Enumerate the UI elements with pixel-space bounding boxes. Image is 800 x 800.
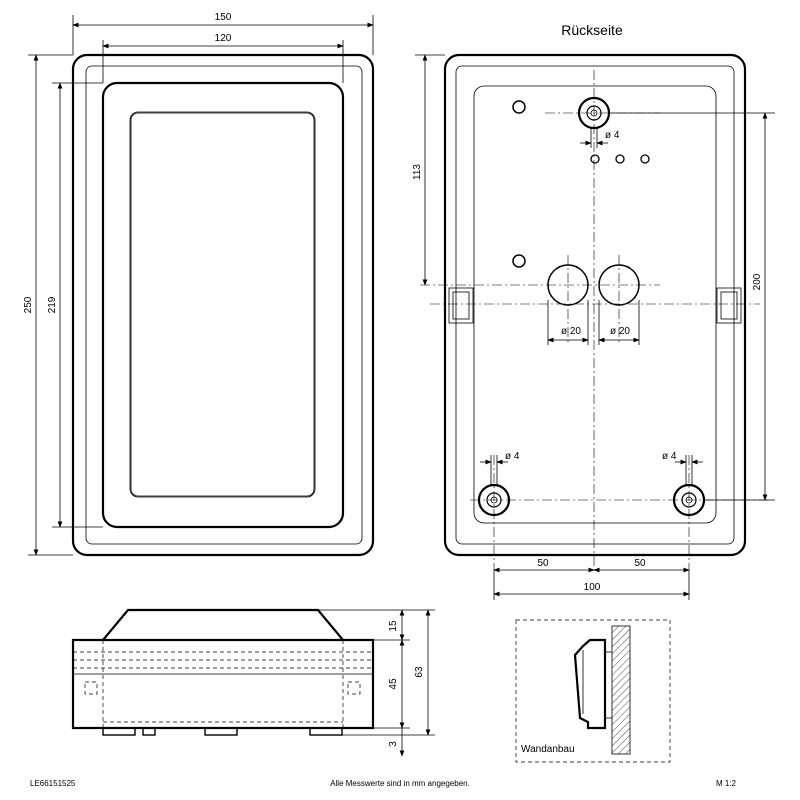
back-view-title: Rückseite — [561, 22, 623, 38]
dim-side-total: 63 — [414, 666, 425, 678]
scale-label: M 1:2 — [716, 779, 737, 788]
dim-back-offset: 113 — [412, 164, 423, 180]
dim-side-bottom: 3 — [388, 741, 399, 747]
dim-side-mid: 45 — [388, 678, 399, 690]
dim-front-width-inner: 120 — [215, 33, 232, 44]
dim-side-top: 15 — [388, 620, 399, 632]
dim-back-holes-height: 200 — [752, 273, 763, 290]
front-view: 150 120 250 219 — [23, 12, 375, 557]
units-note: Alle Messwerte sind in mm angegeben. — [330, 779, 470, 788]
dim-cable-left: ø 20 — [561, 326, 581, 337]
dim-front-height-outer: 250 — [23, 296, 34, 313]
dim-half-right: 50 — [634, 558, 646, 569]
dim-hole-top: ø 4 — [605, 130, 620, 141]
doc-id: LE66151525 — [30, 779, 76, 788]
mount-label: Wandanbau — [521, 744, 575, 755]
dim-cable-right: ø 20 — [610, 326, 630, 337]
side-view: 15 45 3 63 — [71, 608, 435, 757]
dim-front-height-inner: 219 — [47, 296, 58, 313]
dim-half-left: 50 — [537, 558, 549, 569]
dim-hole-bottom-left: ø 4 — [505, 451, 520, 462]
back-view: Rückseite ø — [412, 22, 775, 600]
dim-hole-bottom-right: ø 4 — [662, 451, 677, 462]
dim-hole-spacing: 100 — [584, 582, 601, 593]
wall-mount-view: Wandanbau — [515, 619, 671, 763]
dim-front-width-outer: 150 — [215, 12, 232, 23]
